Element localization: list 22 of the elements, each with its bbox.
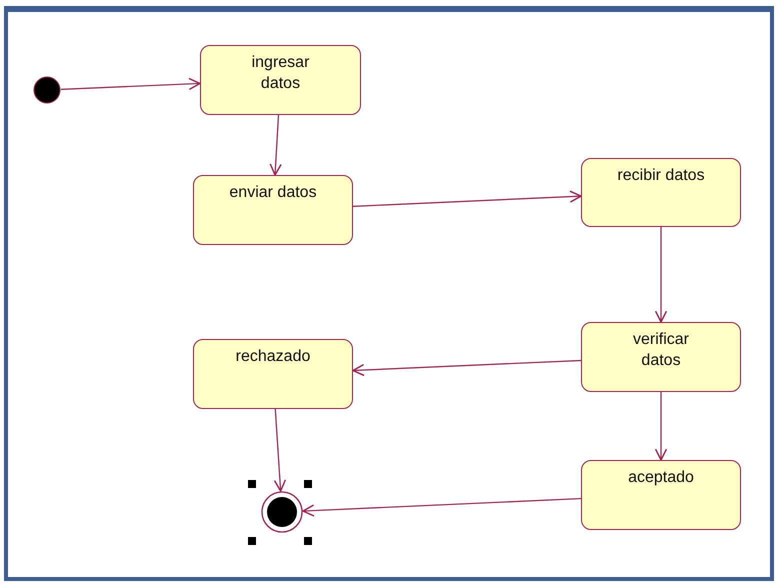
state-box <box>581 460 741 530</box>
state-box <box>193 339 353 409</box>
state-label: rechazado <box>234 347 312 367</box>
state-label: aceptado <box>627 468 695 488</box>
arrow <box>352 190 582 207</box>
arrow <box>654 392 668 461</box>
arrow <box>60 78 201 90</box>
state-label: recibir datos <box>616 166 706 186</box>
state-label: verificar datos <box>632 330 690 371</box>
arrow <box>654 227 668 323</box>
state-box <box>581 158 741 227</box>
arrow <box>270 114 282 176</box>
arrow <box>274 408 286 492</box>
arrow <box>352 360 582 376</box>
state-box <box>193 175 353 245</box>
state-box <box>581 322 741 392</box>
state-label: ingresar datos <box>250 53 310 94</box>
final-state <box>261 491 303 533</box>
state-label: enviar datos <box>228 183 318 203</box>
arrow <box>302 498 582 517</box>
initial-state <box>33 76 61 104</box>
state-box <box>200 45 361 115</box>
